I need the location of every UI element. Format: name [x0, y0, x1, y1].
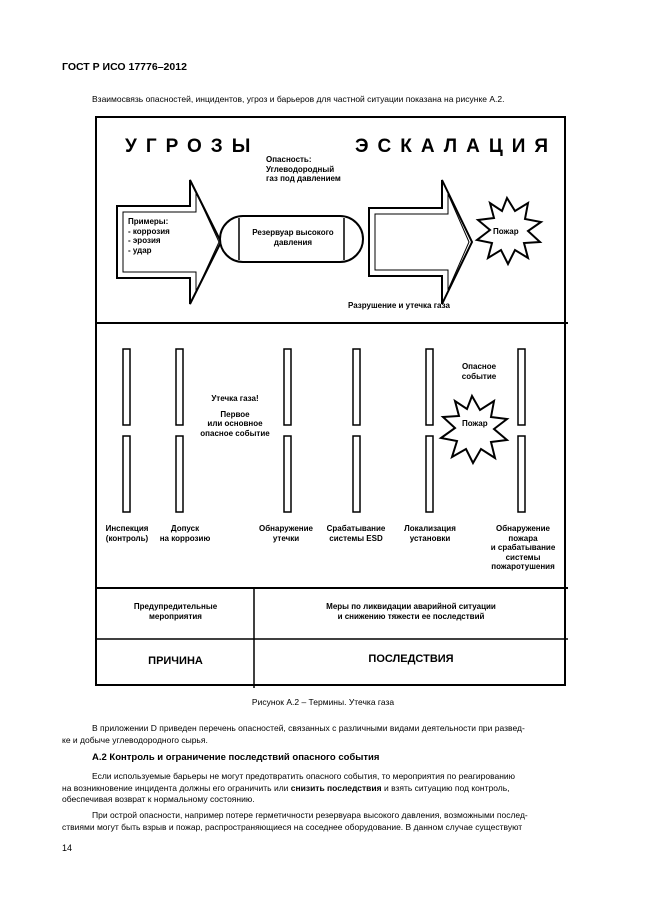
cause-label: ПРИЧИНА — [148, 655, 203, 667]
fire-burst-lower — [438, 393, 510, 466]
examples-label: Примеры: - коррозия - эрозия - удар — [128, 217, 170, 255]
figure-graphics — [97, 179, 568, 688]
barrier-label-inspection: Инспекция(контроль) — [105, 524, 149, 543]
threat-arrow — [116, 179, 223, 305]
escalation-arrow — [368, 179, 474, 305]
document-header: ГОСТ Р ИСО 17776–2012 — [62, 61, 187, 73]
escalation-title: ЭСКАЛАЦИЯ — [355, 136, 558, 157]
threats-title: УГРОЗЫ — [125, 136, 260, 157]
fire-label-top: Пожар — [493, 227, 519, 236]
fire-label-lower: Пожар — [462, 419, 488, 428]
consequences-label: ПОСЛЕДСТВИЯ — [368, 653, 454, 665]
leak-label: Утечка газа! Первое или основное опасное… — [200, 394, 270, 438]
intro-text: Взаимосвязь опасностей, инцидентов, угро… — [92, 94, 505, 104]
vessel-label: Резервуар высокого давления — [252, 228, 334, 247]
pressure-vessel — [219, 215, 364, 263]
paragraph-barriers: Если используемые барьеры не могут предо… — [62, 771, 516, 804]
page-number: 14 — [62, 843, 73, 853]
paragraph-appendix: В приложении D приведен перечень опаснос… — [62, 723, 525, 745]
hazard-event-label: Опасное событие — [461, 362, 497, 381]
rupture-label: Разрушение и утечка газа — [348, 301, 450, 310]
barrier-bars — [122, 348, 526, 513]
hazard-label: Опасность: Углеводородный газ под давлен… — [266, 155, 341, 183]
paragraph-acute-hazard: При острой опасности, например потере ге… — [62, 810, 528, 832]
figure-caption: Рисунок А.2 – Термины. Утечка газа — [251, 697, 395, 707]
emphasis-text: снизить последствия — [290, 782, 382, 793]
fire-burst-top — [474, 195, 544, 267]
section-heading: А.2 Контроль и ограничение последствий о… — [92, 752, 380, 763]
figure-a2: УГРОЗЫ ЭСКАЛАЦИЯ Опасность: Углеводородн… — [95, 116, 568, 688]
